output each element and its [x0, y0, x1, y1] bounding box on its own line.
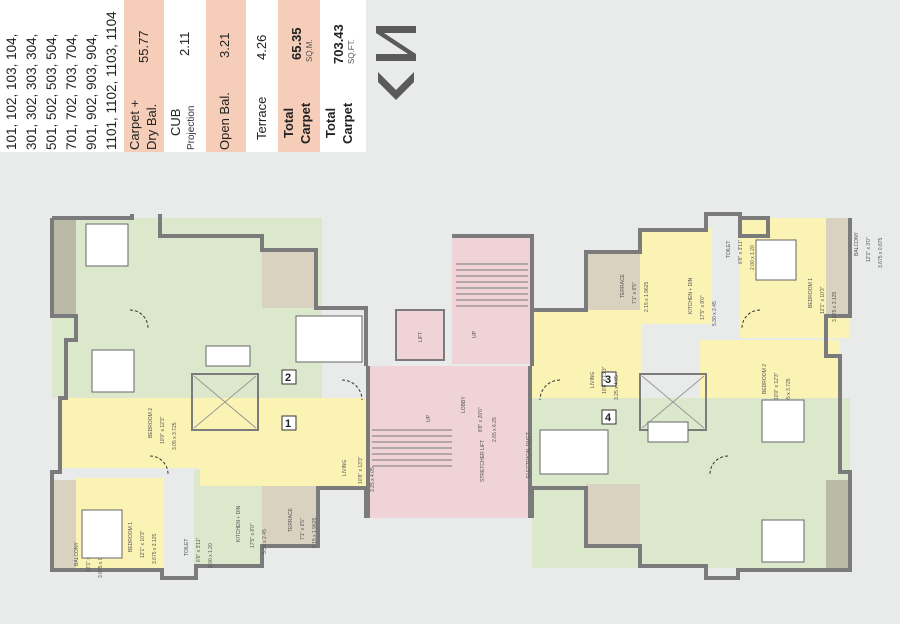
bedroom1-label: BEDROOM 1 — [808, 278, 814, 308]
terrace-dims: 7'1" x 6'5" — [632, 282, 638, 304]
bedroom2-dims-m: 3.05 x 3.725 — [786, 378, 792, 406]
kitchen-dims: 17'5" x 8'0" — [250, 523, 256, 548]
terrace-dims: 7'1" x 6'5" — [300, 518, 306, 540]
terrace-label: TERRACE — [288, 507, 294, 532]
area-row-total-sqft: Total Carpet 703.43 SQ.FT. — [320, 0, 362, 152]
unit-numbers: 2 1 3 4 — [281, 369, 617, 431]
area-row-open-bal: Open Bal. 3.21 — [206, 0, 246, 152]
terrace-label: TERRACE — [620, 273, 626, 298]
electrical-duct-label: ELECTRICAL DUCT — [526, 432, 532, 478]
kitchen-dims-m: 5.30 x 2.45 — [262, 529, 268, 554]
balcony-dims-m: 3.675 x 0.875 — [98, 547, 104, 578]
staircase — [372, 263, 528, 467]
kitchen-dims-m: 5.30 x 2.45 — [712, 301, 718, 326]
living-dims: 10'8" x 13'3" — [602, 366, 608, 394]
core-labels: LIFT STRETCHER LIFT ELECTRICAL DUCT LOBB… — [418, 330, 532, 482]
toilet-label: TOILET — [726, 241, 732, 258]
bedroom1-label: BEDROOM 1 — [128, 522, 134, 552]
stair-up-label: UP — [426, 414, 432, 422]
lobby-dims: 8'8" x 20'6" — [478, 407, 484, 432]
terrace-dims-m: 2.15 x 1.9625 — [312, 517, 318, 548]
lobby-label: LOBBY — [461, 396, 467, 413]
toilet-label: TOILET — [184, 539, 190, 556]
area-row-carpet: Carpet + Dry Bal. 55.77 — [124, 0, 164, 152]
bedroom2-label: BEDROOM 2 — [148, 408, 154, 438]
living-label: LIVING — [342, 459, 348, 476]
balcony-dims-m: 3.675 x 0.875 — [878, 237, 884, 268]
toilet-dims: 6'6" x 3'11" — [738, 240, 744, 264]
plan-fills — [52, 218, 850, 570]
toilet-dims-m: 2.00 x 1.20 — [750, 245, 756, 270]
lobby-dims-m: 2.65 x 6.25 — [492, 417, 498, 442]
area-row-terrace: Terrace 4.26 — [246, 0, 278, 152]
kitchen-label: KITCHEN + DIN — [688, 277, 694, 314]
bedroom2-dims-m: 3.05 x 3.725 — [172, 422, 178, 450]
living-dims-m: 3.25 x 4.05 — [370, 467, 376, 492]
living-dims: 10'8" x 13'3" — [358, 456, 364, 484]
balcony-label: BALCONY — [74, 541, 80, 566]
bedroom2-label: BEDROOM 2 — [762, 364, 768, 394]
unit-number: 2 — [285, 372, 291, 384]
furniture — [81, 223, 805, 563]
unit-number: 1 — [285, 418, 291, 430]
kitchen-label: KITCHEN + DIN — [236, 505, 242, 542]
bedroom2-dims: 10'0" x 12'3" — [774, 372, 780, 400]
balcony-label: BALCONY — [854, 231, 860, 256]
area-row-cub: CUB Projection 2.11 — [164, 0, 206, 152]
plan-walls — [50, 212, 852, 580]
room-labels: LIVING 10'8" x 13'3" 3.25 x 4.05 KITCHEN… — [74, 231, 884, 578]
area-row-total-sqm: Total Carpet 65.35 SQ.M. — [278, 0, 320, 152]
stair-up-label: UP — [472, 330, 478, 338]
unit-number: 3 — [605, 374, 611, 386]
bedroom2-dims: 10'0" x 12'3" — [160, 416, 166, 444]
area-table-header: 101, 102, 103, 104, 301, 302, 303, 304, … — [0, 0, 366, 152]
lift-shaft-crosses — [193, 375, 705, 429]
toilet-dims-m: 2.00 x 1.20 — [208, 543, 214, 568]
toilet-dims: 6'6" x 3'11" — [196, 538, 202, 562]
lift-label: LIFT — [418, 332, 424, 342]
balcony-dims: 12'1" x 3'0" — [86, 547, 92, 572]
terrace-dims-m: 2.15 x 1.9625 — [644, 281, 650, 312]
kitchen-dims: 17'5" x 8'0" — [700, 295, 706, 320]
bedroom1-dims: 12'1" x 10'3" — [820, 286, 826, 314]
stretcher-lift-label: STRETCHER LIFT — [480, 440, 486, 482]
unit-number: 4 — [605, 412, 612, 424]
bedroom1-dims-m: 3.675 x 3.125 — [152, 533, 158, 564]
living-label: LIVING — [590, 371, 596, 388]
living-dims-m: 3.25 x 4.05 — [614, 375, 620, 400]
bedroom1-dims: 12'1" x 10'3" — [140, 530, 146, 558]
plan-doors — [129, 309, 761, 475]
bedroom1-dims-m: 3.675 x 3.125 — [832, 291, 838, 322]
balcony-dims: 12'1" x 3'0" — [866, 237, 872, 262]
north-arrow-icon — [376, 26, 416, 100]
